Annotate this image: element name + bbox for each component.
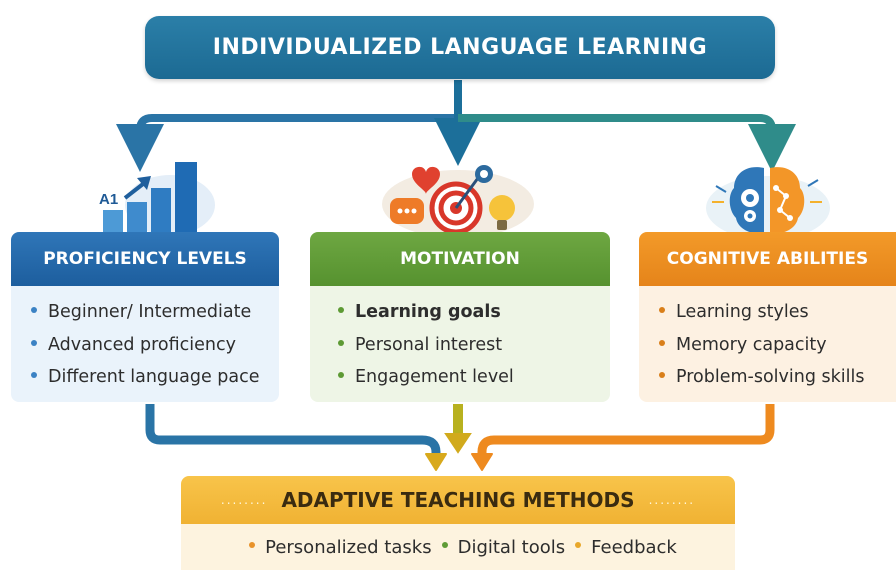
adaptive-item: Feedback xyxy=(591,536,677,558)
bullet xyxy=(249,542,256,548)
list-item-label: Different language pace xyxy=(48,367,260,387)
arrow-title-to-cognitive xyxy=(458,114,796,172)
bullet xyxy=(659,307,665,313)
list-item-label: Learning goals xyxy=(355,302,501,322)
card-proficiency-levels: PROFICIENCY LEVELS Beginner/ Intermediat… xyxy=(11,232,279,402)
bullet xyxy=(338,307,344,313)
bar-chart-icon: A1 xyxy=(99,162,215,235)
bullet xyxy=(338,372,344,378)
list-item: Beginner/ Intermediate xyxy=(31,296,279,329)
bullet xyxy=(441,542,448,548)
list-item-label: Advanced proficiency xyxy=(48,334,236,355)
adaptive-item: Digital tools xyxy=(457,536,566,558)
adaptive-item: Personalized tasks xyxy=(265,536,432,558)
bullet xyxy=(31,372,37,378)
list-item: Engagement level xyxy=(338,361,610,394)
card-body: Learning styles Memory capacity Problem-… xyxy=(639,286,896,402)
card-heading: PROFICIENCY LEVELS xyxy=(11,232,279,286)
card-heading: MOTIVATION xyxy=(310,232,610,286)
bullet xyxy=(338,339,344,346)
target-motivation-icon xyxy=(382,165,534,236)
adaptive-heading: ADAPTIVE TEACHING METHODS xyxy=(281,488,635,512)
card-body: Beginner/ Intermediate Advanced proficie… xyxy=(11,286,279,402)
bullet xyxy=(31,307,37,313)
arrow-motivation-to-adaptive xyxy=(444,404,472,454)
arrow-cognitive-to-adaptive xyxy=(471,404,775,471)
list-item: Problem-solving skills xyxy=(659,361,896,394)
page-title: INDIVIDUALIZED LANGUAGE LEARNING xyxy=(145,16,775,79)
list-item-label: Personal interest xyxy=(355,334,503,355)
list-item-label: Memory capacity xyxy=(676,334,827,355)
decorative-dots: ........ xyxy=(220,493,268,507)
list-item: Personal interest xyxy=(338,329,610,362)
card-cognitive-abilities: COGNITIVE ABILITIES Learning styles Memo… xyxy=(639,232,896,402)
list-item: Advanced proficiency xyxy=(31,329,279,362)
list-item: Learning styles xyxy=(659,296,896,329)
card-body: Learning goals Personal interest Engagem… xyxy=(310,286,610,402)
bullet xyxy=(659,372,665,378)
decorative-dots: ........ xyxy=(648,493,696,507)
list-item: Learning goals xyxy=(338,296,610,329)
list-item-label: Problem-solving skills xyxy=(676,367,865,387)
arrow-title-to-proficiency xyxy=(116,80,462,172)
brain-gears-icon xyxy=(706,167,830,240)
a1-label: A1 xyxy=(99,191,118,208)
adaptive-methods-list: Personalized tasks Digital tools Feedbac… xyxy=(181,524,735,570)
bullet xyxy=(659,339,665,346)
list-item-label: Beginner/ Intermediate xyxy=(48,302,252,322)
card-heading: COGNITIVE ABILITIES xyxy=(639,232,896,286)
list-item-label: Engagement level xyxy=(355,367,514,387)
list-item-label: Learning styles xyxy=(676,302,809,322)
list-item: Memory capacity xyxy=(659,329,896,362)
adaptive-heading-box: ........ ADAPTIVE TEACHING METHODS .....… xyxy=(181,476,735,524)
bullet xyxy=(575,542,582,548)
list-item: Different language pace xyxy=(31,361,279,394)
bullet xyxy=(31,339,37,346)
card-motivation: MOTIVATION Learning goals Personal inter… xyxy=(310,232,610,402)
arrow-proficiency-to-adaptive xyxy=(145,404,447,471)
